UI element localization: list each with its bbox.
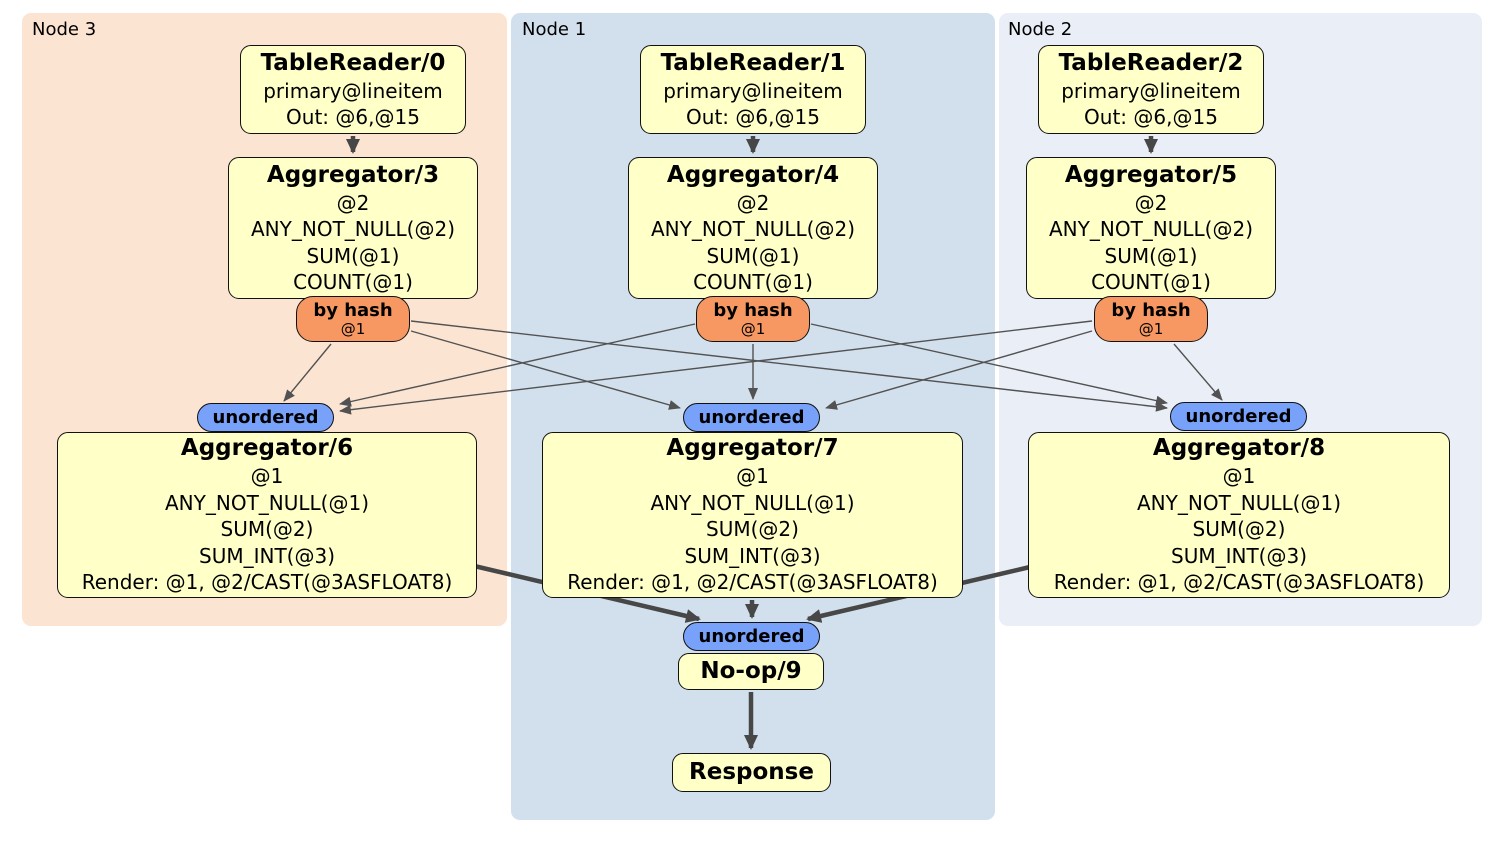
processor-aggregator-8: Aggregator/8 @1 ANY_NOT_NULL(@1) SUM(@2)…	[1028, 432, 1450, 598]
stream-unordered-final: unordered	[683, 622, 820, 651]
stream-unordered-node3: unordered	[197, 403, 334, 432]
processor-row: SUM_INT(@3)	[199, 543, 335, 568]
processor-title: No-op/9	[700, 658, 802, 684]
processor-row: Render: @1, @2/CAST(@3ASFLOAT8)	[567, 570, 938, 595]
processor-title: Aggregator/3	[266, 161, 440, 188]
processor-row: ANY_NOT_NULL(@1)	[650, 490, 855, 515]
router-label: by hash	[313, 299, 393, 321]
processor-row: @1	[1222, 464, 1256, 489]
processor-aggregator-7: Aggregator/7 @1 ANY_NOT_NULL(@1) SUM(@2)…	[542, 432, 963, 598]
processor-aggregator-6: Aggregator/6 @1 ANY_NOT_NULL(@1) SUM(@2)…	[57, 432, 477, 598]
processor-row: ANY_NOT_NULL(@1)	[165, 490, 369, 515]
router-by-hash-node3: by hash @1	[296, 296, 410, 342]
router-by-hash-node1: by hash @1	[696, 296, 810, 342]
processor-row: SUM(@1)	[1104, 243, 1198, 268]
processor-tablereader-0: TableReader/0 primary@lineitem Out: @6,@…	[240, 45, 466, 134]
processor-row: @1	[736, 464, 769, 489]
processor-title: Aggregator/7	[666, 435, 839, 462]
processor-row: primary@lineitem	[1061, 78, 1241, 103]
node-2-label: Node 2	[1008, 19, 1073, 40]
processor-row: primary@lineitem	[263, 78, 443, 103]
processor-title: TableReader/0	[260, 49, 446, 76]
processor-title: Aggregator/6	[180, 435, 354, 462]
processor-row: COUNT(@1)	[693, 270, 813, 294]
processor-aggregator-5: Aggregator/5 @2 ANY_NOT_NULL(@2) SUM(@1)…	[1026, 157, 1276, 299]
processor-title: Aggregator/4	[666, 161, 840, 188]
processor-aggregator-4: Aggregator/4 @2 ANY_NOT_NULL(@2) SUM(@1)…	[628, 157, 878, 299]
processor-row: Out: @6,@15	[686, 105, 820, 129]
router-label: by hash	[1111, 299, 1191, 321]
processor-row: COUNT(@1)	[1091, 270, 1211, 294]
processor-row: Out: @6,@15	[286, 105, 420, 129]
processor-tablereader-2: TableReader/2 primary@lineitem Out: @6,@…	[1038, 45, 1264, 134]
processor-row: SUM_INT(@3)	[1171, 543, 1307, 568]
stream-unordered-node2: unordered	[1170, 402, 1307, 431]
processor-row: Render: @1, @2/CAST(@3ASFLOAT8)	[81, 570, 453, 595]
processor-response: Response	[672, 753, 831, 792]
processor-row: SUM(@2)	[706, 517, 799, 542]
processor-title: Aggregator/8	[1152, 435, 1326, 462]
processor-row: ANY_NOT_NULL(@2)	[251, 217, 455, 241]
processor-title: TableReader/1	[660, 49, 846, 76]
processor-row: ANY_NOT_NULL(@1)	[1137, 490, 1341, 515]
router-columns: @1	[740, 319, 766, 338]
processor-row: SUM(@2)	[220, 517, 314, 542]
processor-row: SUM(@1)	[306, 243, 400, 268]
stream-unordered-node1: unordered	[683, 403, 820, 432]
router-label: by hash	[713, 299, 793, 321]
processor-row: @2	[736, 190, 770, 215]
processor-row: SUM(@2)	[1192, 517, 1286, 542]
processor-row: @2	[336, 190, 370, 215]
node-1-label: Node 1	[522, 19, 587, 40]
processor-row: ANY_NOT_NULL(@2)	[1049, 217, 1253, 241]
processor-row: SUM(@1)	[706, 243, 800, 268]
processor-aggregator-3: Aggregator/3 @2 ANY_NOT_NULL(@2) SUM(@1)…	[228, 157, 478, 299]
processor-noop-9: No-op/9	[678, 653, 824, 690]
processor-row: @1	[250, 464, 284, 489]
processor-title: Response	[689, 759, 814, 785]
router-columns: @1	[340, 319, 366, 338]
processor-row: Render: @1, @2/CAST(@3ASFLOAT8)	[1053, 570, 1425, 595]
processor-row: SUM_INT(@3)	[684, 543, 821, 568]
processor-title: TableReader/2	[1058, 49, 1244, 76]
processor-row: ANY_NOT_NULL(@2)	[651, 217, 855, 241]
processor-row: @2	[1134, 190, 1168, 215]
router-by-hash-node2: by hash @1	[1094, 296, 1208, 342]
processor-tablereader-1: TableReader/1 primary@lineitem Out: @6,@…	[640, 45, 866, 134]
router-columns: @1	[1138, 319, 1164, 338]
node-3-label: Node 3	[32, 19, 97, 40]
processor-row: Out: @6,@15	[1084, 105, 1218, 129]
processor-row: primary@lineitem	[663, 78, 843, 103]
processor-row: COUNT(@1)	[293, 270, 413, 294]
processor-title: Aggregator/5	[1064, 161, 1238, 188]
